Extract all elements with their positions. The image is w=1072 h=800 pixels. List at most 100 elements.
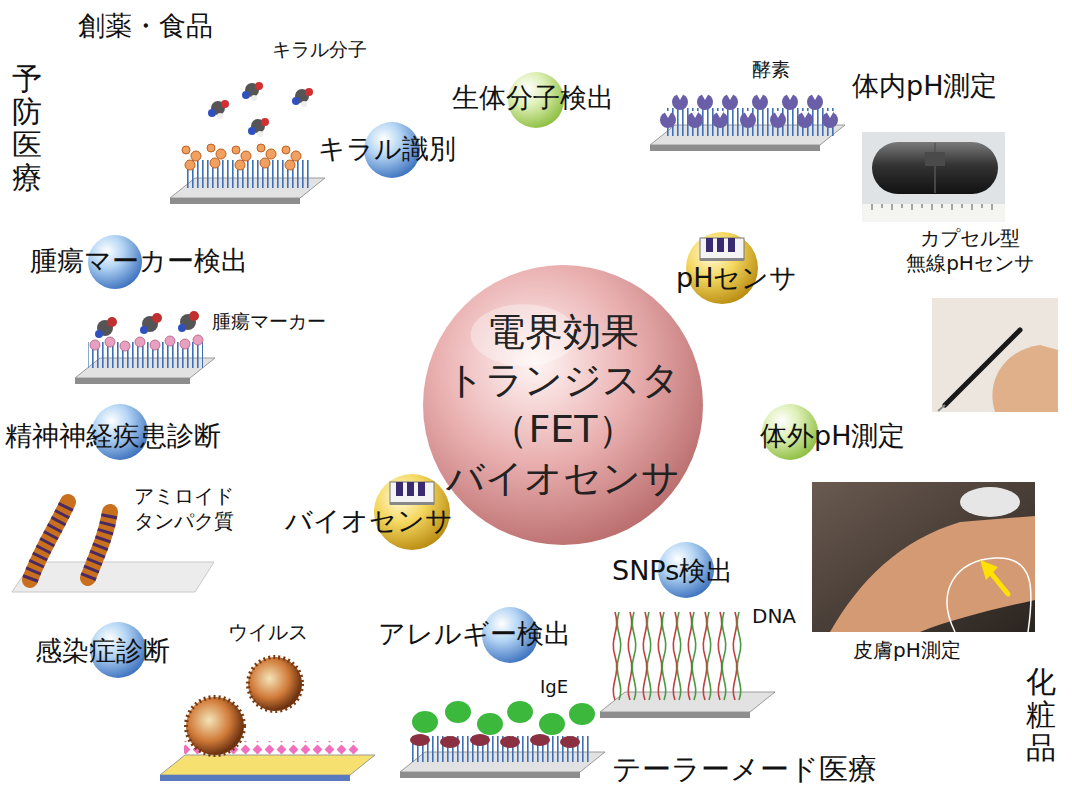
chiral-molecule xyxy=(221,100,229,108)
sensor-substrate xyxy=(600,692,775,718)
sensor-substrate xyxy=(160,741,375,781)
skin-ph-photo xyxy=(960,487,1020,517)
chiral-receptor xyxy=(191,151,201,161)
chiral-molecule xyxy=(257,131,263,137)
illustration-label: ウイルス xyxy=(228,620,308,644)
application-label: 生体分子検出 xyxy=(452,82,614,114)
chiral-receptor xyxy=(241,151,251,161)
label-anchor: 酵素 xyxy=(752,58,790,81)
application-bubble: 感染症診断 xyxy=(33,620,172,680)
chiral-molecule xyxy=(217,113,223,119)
chiral-receptor xyxy=(210,158,220,168)
sensor-substrate xyxy=(600,712,750,718)
chip-electrode xyxy=(396,482,403,496)
enzyme xyxy=(756,93,764,100)
dna-strand xyxy=(643,612,646,700)
chiral-receptor xyxy=(291,151,301,161)
chiral-receptor xyxy=(207,144,215,152)
label-anchor: 皮膚pH測定 xyxy=(853,638,961,662)
chiral-molecule xyxy=(292,97,300,105)
application-label: キラル識別 xyxy=(318,133,456,165)
ige-antibody xyxy=(530,734,550,746)
illustration-label: 酵素 xyxy=(752,58,790,81)
label-anchor: 創薬・食品 xyxy=(78,10,213,42)
enzyme xyxy=(691,111,699,118)
enzyme xyxy=(660,93,838,128)
ige-antibody xyxy=(412,711,438,733)
chiral-receptor xyxy=(282,146,290,154)
enzyme xyxy=(726,93,734,100)
dna-strand xyxy=(703,612,706,700)
enzyme xyxy=(774,111,782,118)
illustration-label: DNA xyxy=(752,604,796,628)
chiral-receptor xyxy=(182,144,301,170)
ige-antibody xyxy=(410,701,595,748)
label-anchor: カプセル型 無線pHセンサ xyxy=(895,226,1045,276)
capsule-photo xyxy=(862,204,1005,222)
enzyme xyxy=(701,93,709,100)
vertical-category: 化粧品 xyxy=(1026,665,1056,764)
dna-strand xyxy=(658,612,661,700)
capsule-photo xyxy=(872,204,992,210)
enzyme xyxy=(664,111,672,118)
sensor-substrate xyxy=(75,378,190,384)
application-bubble: 精神神経疾患診断 xyxy=(3,402,223,462)
sensor-substrate xyxy=(160,755,375,775)
enzyme xyxy=(676,93,684,100)
antibody xyxy=(135,337,145,347)
skin-ph-photo xyxy=(990,572,1008,594)
chiral-receptor xyxy=(235,160,245,170)
tumor-marker xyxy=(140,326,148,334)
enzyme xyxy=(786,93,794,100)
chip-electrode xyxy=(728,238,735,252)
skin-ph-photo xyxy=(830,516,1035,632)
dna-strand xyxy=(692,612,695,700)
illustration-label: 腫瘍マーカー xyxy=(212,310,326,333)
enzyme xyxy=(744,111,752,118)
label-anchor: ウイルス xyxy=(228,620,308,644)
chiral-molecule xyxy=(248,127,256,135)
antibody xyxy=(180,339,190,349)
tumor-marker xyxy=(189,311,199,321)
antibody xyxy=(150,340,160,350)
dna-strand xyxy=(737,612,740,700)
enzyme xyxy=(716,111,724,118)
chip-body xyxy=(390,482,434,504)
chiral-receptor xyxy=(285,160,295,170)
sensor-substrate xyxy=(400,736,605,778)
application-label: pHセンサ xyxy=(676,262,797,294)
tumor-marker xyxy=(95,330,103,338)
application-label: 体外pH測定 xyxy=(760,420,905,452)
illustration-label: 体内pH測定 xyxy=(852,70,997,102)
dna-strand xyxy=(707,612,710,700)
chip-body xyxy=(700,238,744,260)
virus xyxy=(186,657,302,755)
dna-strand xyxy=(733,612,736,700)
chiral-receptor xyxy=(216,149,226,159)
enzyme xyxy=(722,94,738,110)
application-bubble: アレルギー検出 xyxy=(376,605,573,665)
dna-strand xyxy=(688,612,691,700)
ige-antibody xyxy=(500,736,520,748)
amyloid-protein xyxy=(30,502,68,580)
capsule-photo xyxy=(872,142,998,194)
label-anchor: テーラーメード医療 xyxy=(612,752,877,787)
sensor-substrate xyxy=(170,198,300,204)
chip-electrode xyxy=(706,238,713,252)
amyloid-protein xyxy=(88,512,110,578)
antibody xyxy=(105,337,115,347)
enzyme xyxy=(797,112,813,128)
skin-ph-photo xyxy=(812,482,1035,632)
chiral-molecule xyxy=(255,82,263,90)
label-anchor: アミロイド タンパク質 xyxy=(124,484,244,534)
dna-strand xyxy=(613,612,616,700)
tumor-marker xyxy=(107,317,117,327)
application-label: 腫瘍マーカー検出 xyxy=(30,245,248,277)
antibody xyxy=(90,340,100,350)
enzyme xyxy=(782,94,798,110)
chiral-receptor xyxy=(257,144,265,152)
ige-antibody xyxy=(539,713,565,735)
amyloid-protein xyxy=(88,512,110,578)
illustration-label: カプセル型 無線pHセンサ xyxy=(895,226,1045,276)
capsule-photo xyxy=(925,152,945,166)
